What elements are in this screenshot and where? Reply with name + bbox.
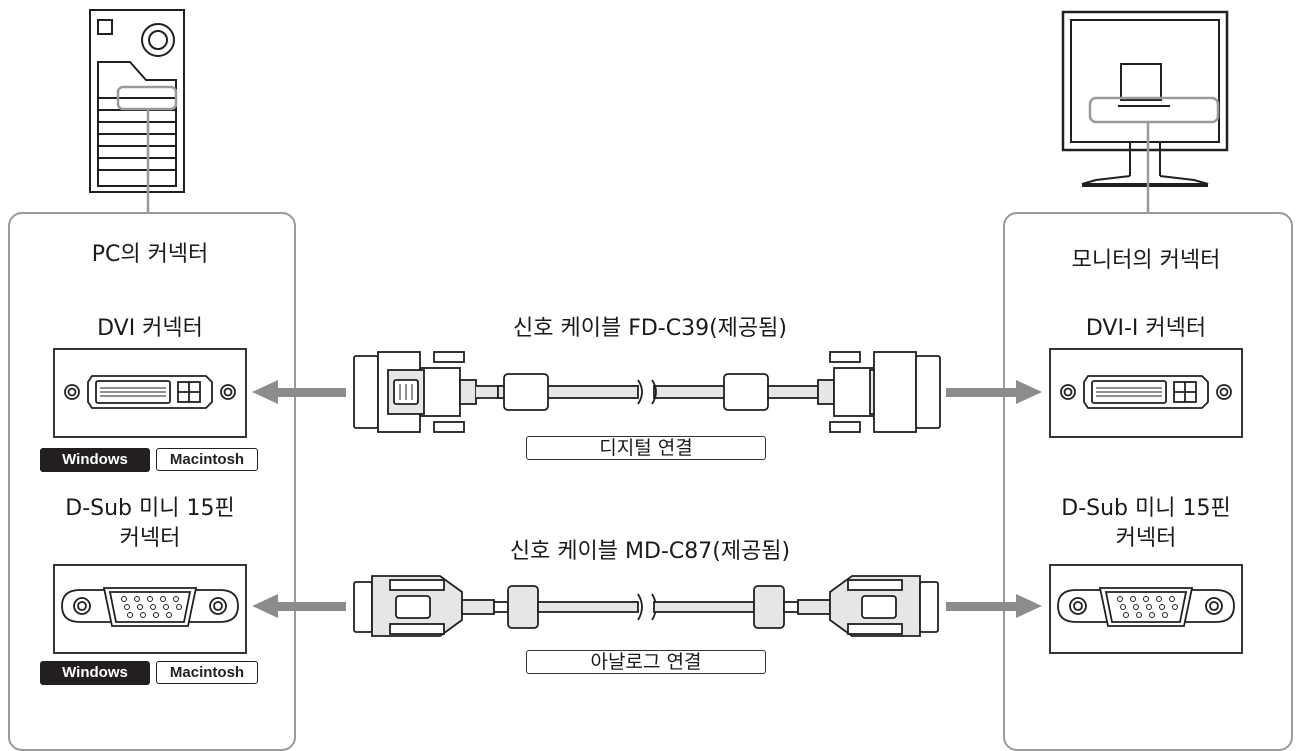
monitor-dvi-port-icon xyxy=(1049,348,1243,438)
digital-connection-label: 디지털 연결 xyxy=(526,436,766,460)
digital-cable-icon xyxy=(353,351,941,433)
pc-dsub-label-line2: 커넥터 xyxy=(119,526,181,551)
pc-tower-icon xyxy=(89,9,185,214)
arrow-to-pc-dvi xyxy=(252,380,346,404)
monitor-dvi-label: DVI-I 커넥터 xyxy=(1085,316,1207,341)
pc-dvi-label: DVI 커넥터 xyxy=(97,316,203,341)
analog-cable-name: 신호 케이블 MD-C87(제공됨) xyxy=(509,539,791,564)
arrow-to-monitor-dsub xyxy=(946,594,1042,618)
pc-dvi-windows-badge: Windows xyxy=(40,448,150,472)
monitor-dsub-label-line2: 커넥터 xyxy=(1115,526,1177,551)
pc-dvi-port-icon xyxy=(53,348,247,438)
pc-dsub-macintosh-badge: Macintosh xyxy=(156,661,258,684)
monitor-icon xyxy=(1061,10,1229,214)
pc-connector-title: PC의 커넥터 xyxy=(91,242,209,267)
pc-dsub-windows-badge: Windows xyxy=(40,661,150,685)
pc-dvi-macintosh-badge: Macintosh xyxy=(156,448,258,471)
pc-dsub-label-line1: D-Sub 미니 15핀 xyxy=(65,496,235,521)
arrow-to-monitor-dvi xyxy=(946,380,1042,404)
monitor-connector-title: 모니터의 커넥터 xyxy=(1071,248,1221,273)
analog-connection-label: 아날로그 연결 xyxy=(526,650,766,674)
connection-diagram: PC의 커넥터 DVI 커넥터 Windows Macintosh D-Sub … xyxy=(8,9,1293,751)
monitor-dsub-port-icon xyxy=(1049,564,1243,654)
arrow-to-pc-dsub xyxy=(252,594,346,618)
monitor-dsub-label-line1: D-Sub 미니 15핀 xyxy=(1061,496,1231,521)
digital-cable-name: 신호 케이블 FD-C39(제공됨) xyxy=(513,316,787,341)
analog-cable-icon xyxy=(353,575,939,637)
diagram-graphics xyxy=(53,9,1243,654)
pc-dsub-port-icon xyxy=(53,564,247,654)
